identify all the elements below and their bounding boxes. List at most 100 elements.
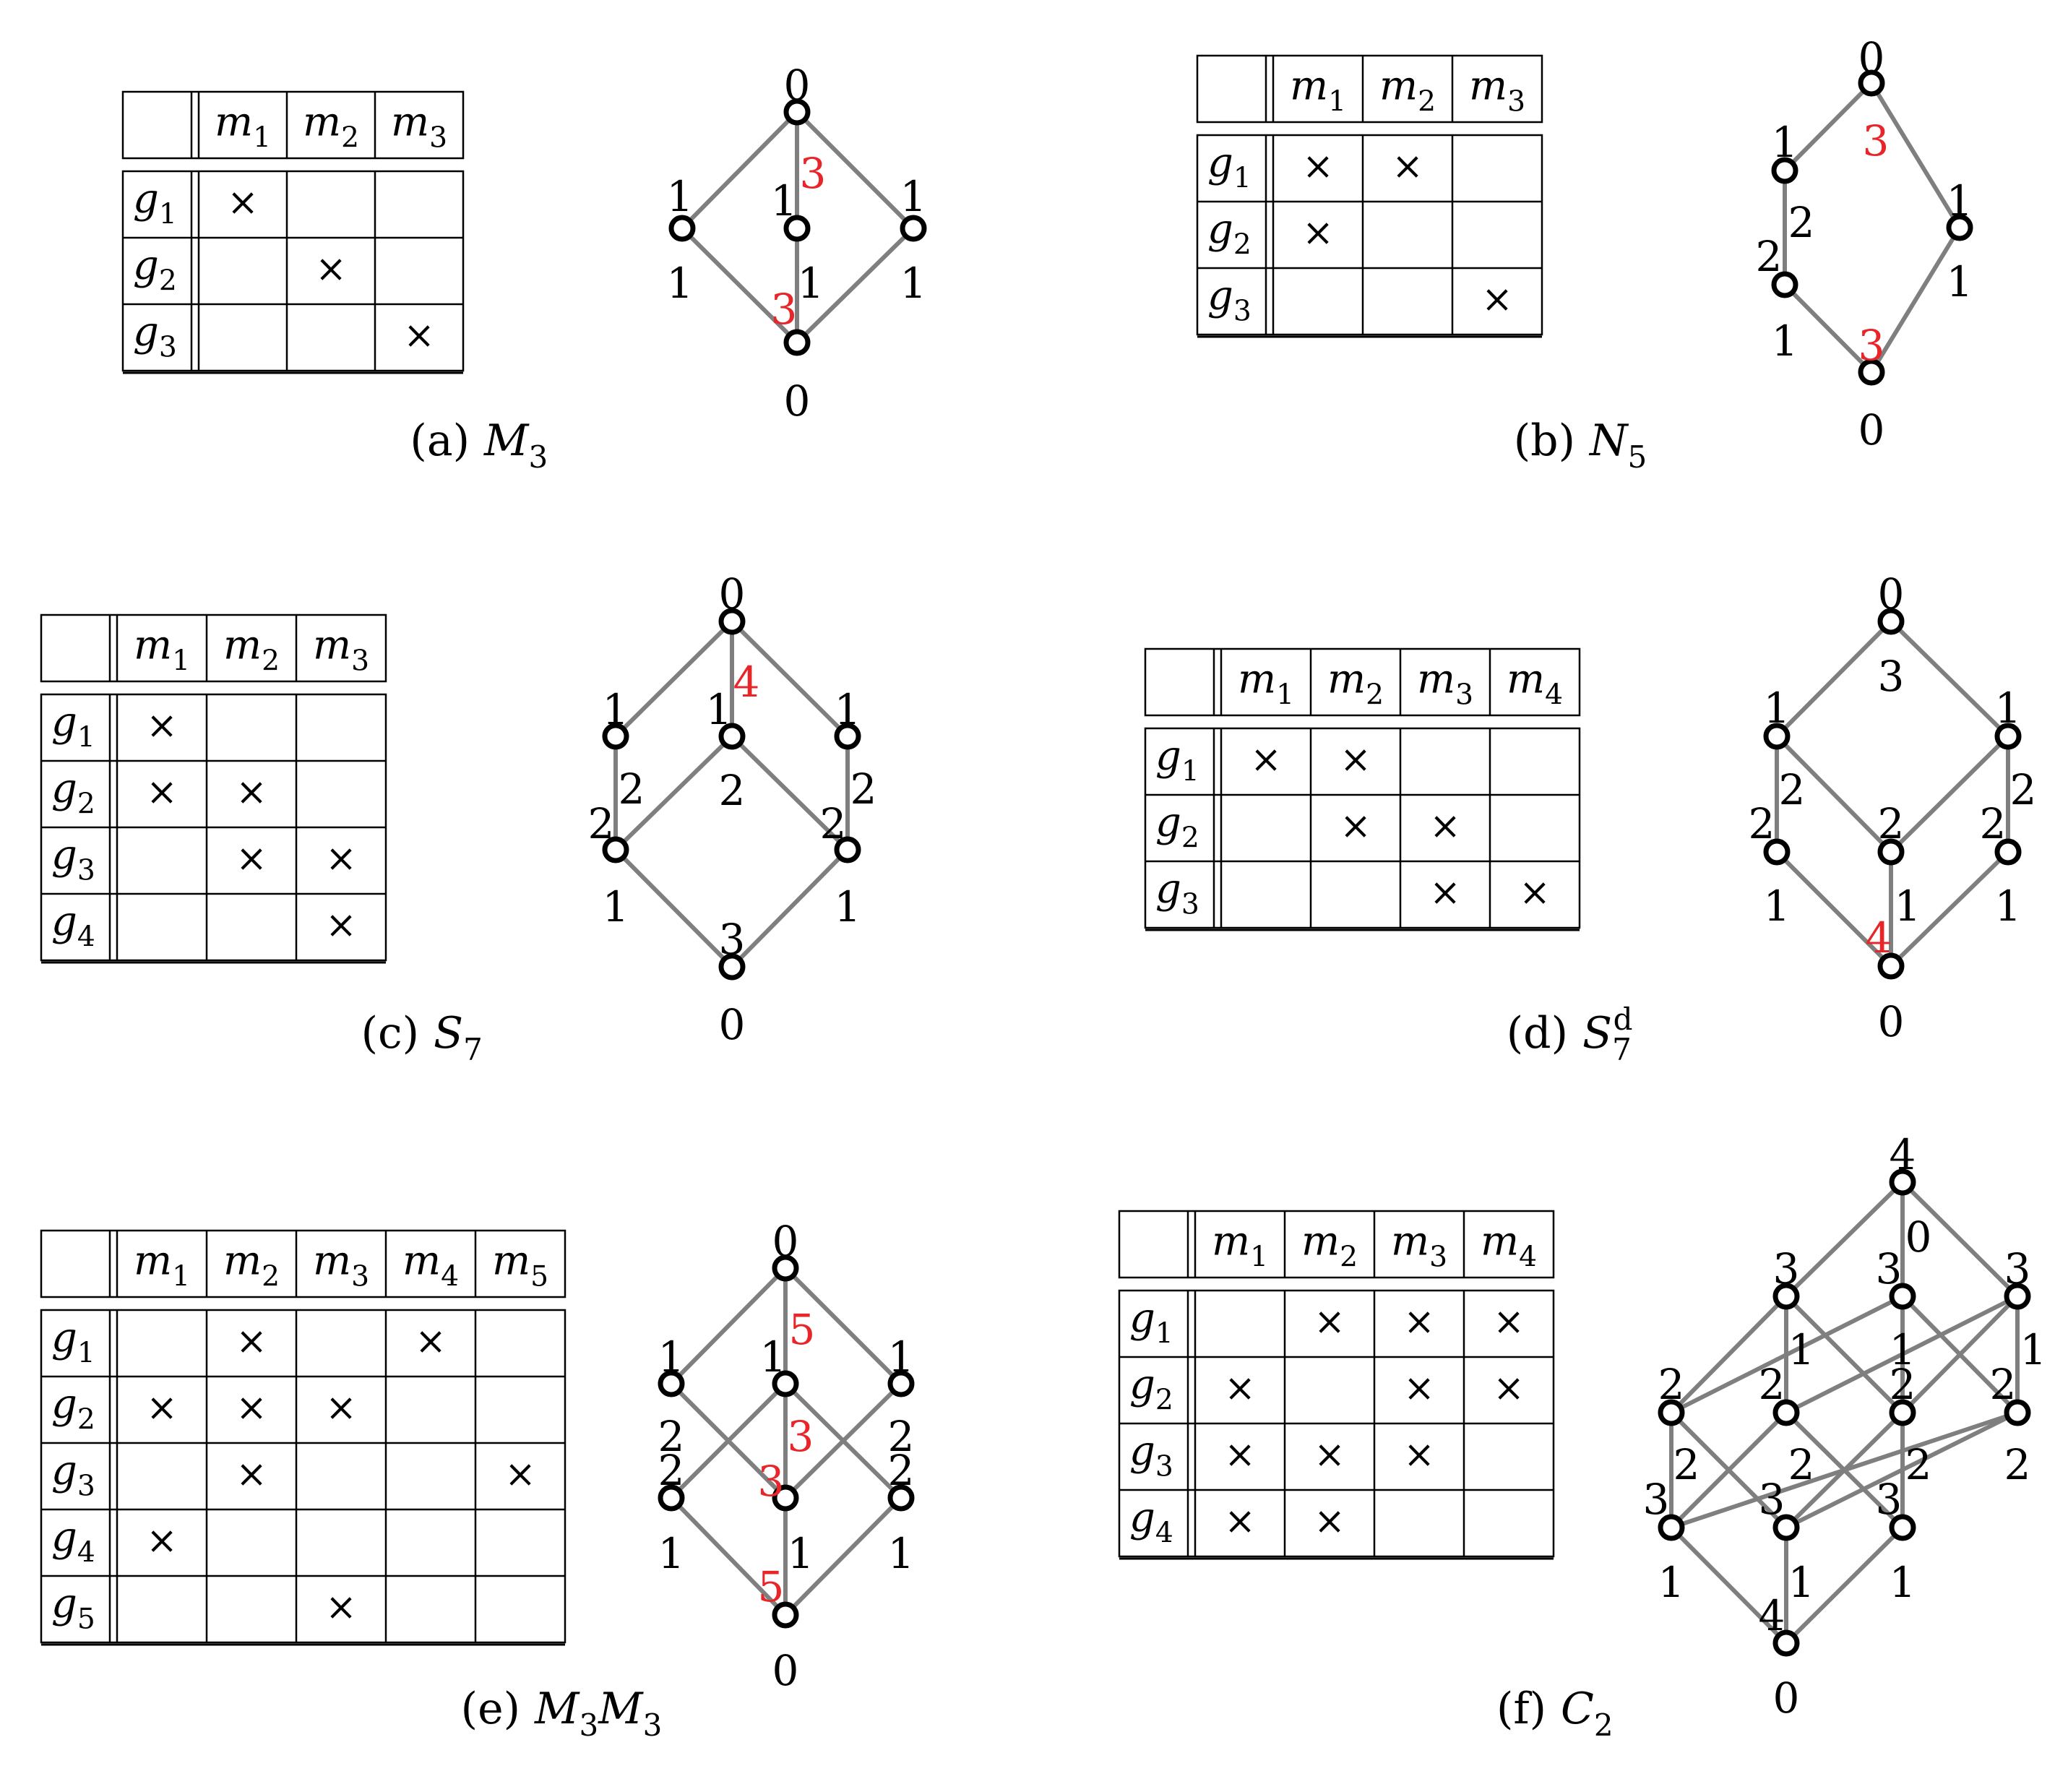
lattice-edge: [1775, 734, 1893, 854]
object-label: g2: [1207, 206, 1251, 262]
lattice-node: [1994, 838, 2022, 866]
lattice-edge: [1785, 1410, 2019, 1530]
lattice-node: [718, 953, 746, 981]
table-header-frame: [1118, 1210, 1555, 1279]
cross-mark: ×: [146, 1387, 178, 1430]
node-count-label: 2: [820, 799, 847, 848]
node-count-label: 3: [1643, 1475, 1670, 1524]
attribute-header: m1: [1290, 63, 1346, 119]
node-count-label: 3: [2004, 1244, 2031, 1293]
lattice-edge: [613, 619, 734, 738]
object-label: g5: [51, 1580, 95, 1636]
node-count-label: 1: [1890, 1325, 1916, 1374]
node-count-label: 2: [1788, 1440, 1815, 1489]
node-count-label: 1: [658, 1529, 685, 1578]
node-count-label: 2: [1890, 1360, 1916, 1409]
attribute-header: m1: [134, 1238, 190, 1293]
lattice-node: [1771, 271, 1798, 298]
lattice-edge: [1889, 850, 2010, 968]
node-count-label: 1: [603, 882, 629, 931]
object-label: g3: [1129, 1428, 1173, 1483]
table-header-frame: [1144, 647, 1581, 717]
cross-mark: ×: [1250, 738, 1282, 782]
node-count-label: 1: [888, 1332, 915, 1382]
lattice-edge: [613, 848, 734, 969]
node-count-label: 1: [667, 259, 694, 308]
table-body-frame: [1144, 727, 1581, 929]
attribute-header: m4: [1481, 1218, 1537, 1274]
lattice-edge: [730, 848, 850, 969]
node-count-label: 0: [772, 1646, 799, 1695]
highlighted-count-label: 4: [1866, 913, 1892, 962]
lattice-edge: [783, 1496, 903, 1617]
lattice-edge: [795, 110, 916, 231]
cross-mark: ×: [1314, 1500, 1345, 1543]
attribute-header: m3: [1469, 63, 1525, 119]
highlighted-count-label: 3: [771, 285, 798, 334]
node-count-label: 0: [772, 1217, 799, 1266]
node-count-label: 0: [1773, 1673, 1800, 1723]
lattice-node: [1858, 358, 1885, 386]
node-count-label: 1: [900, 259, 927, 308]
object-label: g3: [1207, 272, 1251, 328]
node-count-label: 2: [1673, 1440, 1700, 1489]
object-label: g3: [1155, 866, 1199, 921]
caption-lattice-name: N5: [1588, 415, 1647, 475]
cross-mark: ×: [1519, 871, 1551, 915]
node-count-label: 1: [1895, 882, 1921, 931]
node-count-label: 1: [1947, 257, 1973, 306]
cross-mark: ×: [1224, 1367, 1256, 1410]
node-count-label: 1: [603, 685, 629, 734]
object-label: g4: [51, 898, 95, 954]
lattice-edge: [1900, 1180, 2020, 1298]
attribute-header: m2: [223, 622, 280, 678]
table-body-frame: [1196, 134, 1543, 336]
lattice-node: [772, 1601, 799, 1629]
node-count-label: 1: [1995, 684, 2022, 733]
attribute-header: m1: [1238, 656, 1294, 712]
attribute-header: m1: [215, 99, 271, 155]
lattice-edge: [613, 734, 734, 852]
node-count-label: 1: [900, 172, 927, 221]
lattice-node: [900, 215, 927, 242]
cross-mark: ×: [1302, 145, 1334, 189]
table-body-frame: [121, 170, 465, 372]
node-count-label: 0: [1878, 569, 1905, 619]
node-count-label: 1: [1764, 684, 1791, 733]
cross-mark: ×: [1403, 1367, 1435, 1410]
cross-mark: ×: [1429, 805, 1461, 848]
attribute-header: m3: [1391, 1218, 1447, 1274]
cross-mark: ×: [1224, 1500, 1256, 1543]
object-label: g3: [133, 309, 177, 364]
lattice-node: [1772, 1629, 1800, 1657]
attribute-header: m2: [1327, 656, 1384, 712]
node-count-label: 1: [1772, 118, 1798, 167]
cross-mark: ×: [236, 837, 267, 881]
lattice-edge: [1775, 619, 1893, 738]
node-count-label: 0: [719, 569, 746, 619]
node-count-label: 1: [771, 176, 798, 225]
attribute-header: m3: [391, 99, 447, 155]
lattice-node: [1763, 723, 1791, 750]
lattice-edge: [795, 226, 916, 345]
cross-mark: ×: [1302, 212, 1334, 255]
cross-mark: ×: [1429, 871, 1461, 915]
node-count-label: 1: [1947, 176, 1973, 225]
node-count-label: 1: [788, 1529, 814, 1578]
attribute-header: m3: [313, 622, 369, 678]
lattice-edge: [1784, 1180, 1905, 1298]
object-label: g2: [1129, 1361, 1173, 1417]
lattice-edge: [730, 619, 850, 738]
attribute-header: m5: [492, 1238, 548, 1293]
lattice-node: [887, 1484, 915, 1512]
cross-mark: ×: [146, 771, 178, 814]
lattice-node: [1771, 157, 1798, 184]
lattice-node: [772, 1254, 799, 1282]
node-count-label: 0: [1858, 405, 1885, 455]
node-count-label: 2: [1980, 799, 2007, 848]
lattice-edge: [1784, 1294, 1905, 1415]
lattice-node: [772, 1370, 799, 1397]
